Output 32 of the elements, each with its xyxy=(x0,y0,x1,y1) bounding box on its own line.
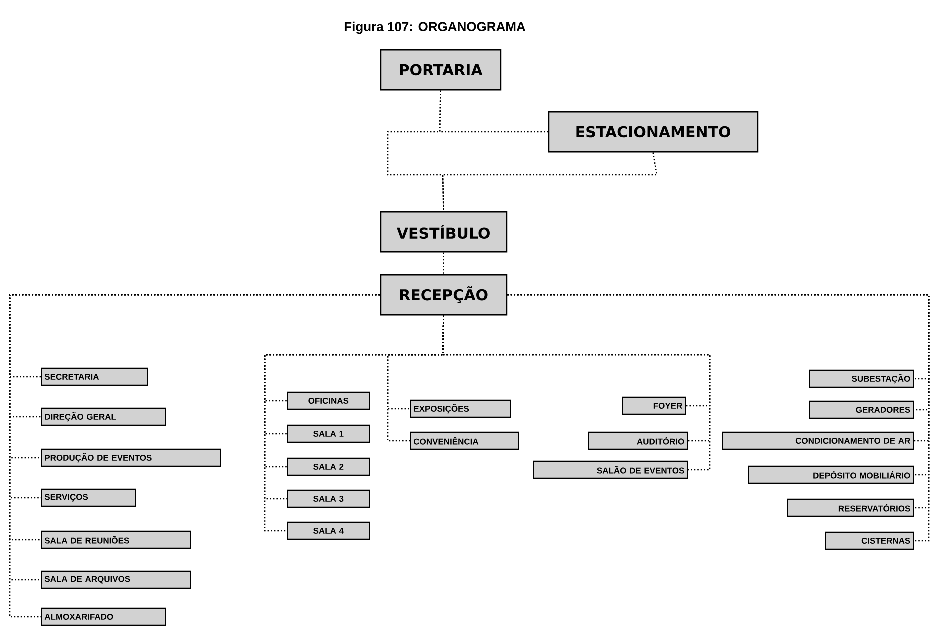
org-box: SECRETARIA xyxy=(41,368,148,386)
connector-line xyxy=(443,252,444,274)
org-box: SUBESTAÇÃO xyxy=(809,370,914,388)
title: Figura 107: ORGANOGRAMA xyxy=(344,22,526,34)
org-box: SALÃO DE EVENTOS xyxy=(533,460,688,480)
org-box: DEPÓSITO MOBILIÁRIO xyxy=(748,466,914,484)
org-box: SALA DE ARQUIVOS xyxy=(41,570,192,590)
org-box: VESTÍBULO xyxy=(380,211,508,253)
org-box: OFICINAS xyxy=(287,392,370,410)
org-box: RECEPÇÃO xyxy=(380,274,508,316)
org-box: SALA 3 xyxy=(287,490,370,508)
org-box: DIREÇÃO GERAL xyxy=(41,408,166,426)
org-box: FOYER xyxy=(622,396,686,416)
org-box: CONDICIONAMENTO DE AR xyxy=(722,432,914,450)
org-box: SERVIÇOS xyxy=(41,488,136,508)
org-box: EXPOSIÇÕES xyxy=(410,400,512,418)
org-box: SALA 2 xyxy=(287,458,370,476)
org-box: GERADORES xyxy=(809,400,914,420)
connector-line xyxy=(442,316,711,471)
org-box: SALA 1 xyxy=(287,424,370,444)
org-box: CISTERNAS xyxy=(825,532,914,550)
org-box: ESTACIONAMENTO xyxy=(548,111,759,153)
org-box: AUDITÓRIO xyxy=(588,432,688,450)
org-box: ALMOXARIFADO xyxy=(41,608,166,626)
org-box: PORTARIA xyxy=(380,49,502,91)
connector-line xyxy=(387,90,444,212)
org-box: SALA 4 xyxy=(287,522,370,540)
connector-line xyxy=(442,152,658,212)
org-box: PRODUÇÃO DE EVENTOS xyxy=(41,448,222,468)
org-box: SALA DE REUNIÕES xyxy=(41,530,192,550)
org-box: RESERVATÓRIOS xyxy=(787,498,914,518)
org-box: CONVENIÊNCIA xyxy=(410,432,520,450)
